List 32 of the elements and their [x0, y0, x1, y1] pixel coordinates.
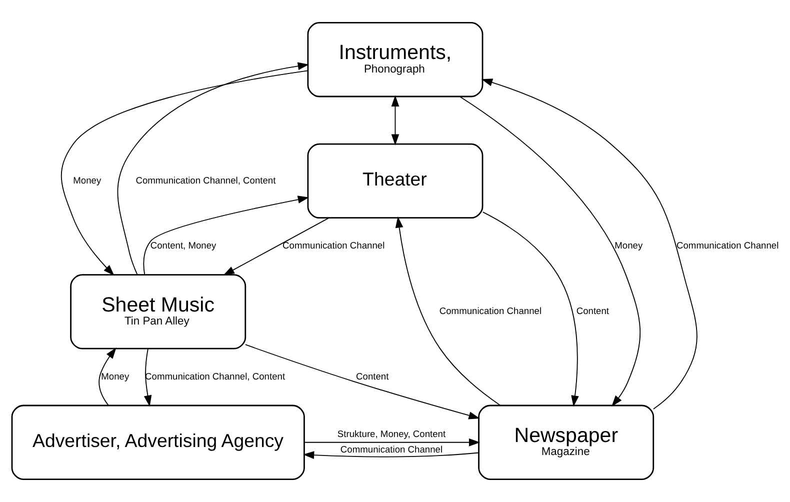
arrow [482, 212, 579, 407]
arrow [395, 216, 501, 406]
node-box: Newspaper Magazine [478, 404, 654, 480]
arrow [60, 70, 308, 276]
node-box: Theater [307, 143, 484, 219]
edge-label: Money [614, 240, 643, 251]
node-box: Sheet Music Tin Pan Alley [70, 274, 246, 350]
edge-label: Communication Channel, Content [145, 371, 286, 382]
arrow [302, 451, 480, 460]
edge-label: Communication Channel [340, 444, 443, 455]
edge-label: Communication Channel, Content [136, 175, 276, 186]
arrow [144, 348, 152, 407]
arrow [98, 348, 116, 406]
edge-label: Strukture, Money, Content [337, 428, 446, 439]
edge-label: Communication Channel [439, 306, 542, 316]
arrow [244, 344, 480, 420]
edge-label: Communication Channel [282, 240, 385, 251]
node-box: Advertiser, Advertising Agency [11, 404, 305, 480]
arrow [459, 96, 640, 407]
edge-label: Money [73, 175, 102, 186]
arrow [223, 218, 330, 276]
edge-label: Content, Money [150, 240, 216, 251]
arrow [481, 78, 698, 410]
arrow [304, 438, 480, 446]
node-box: Instruments, Phonograph [307, 22, 484, 98]
edge-label: Money [101, 371, 130, 382]
edge-label: Communication Channel [676, 240, 779, 251]
arrow [143, 196, 310, 276]
arrow [117, 62, 310, 276]
edge-label: Content [356, 371, 389, 382]
edge-label: Content [576, 306, 610, 316]
arrow [391, 95, 400, 146]
